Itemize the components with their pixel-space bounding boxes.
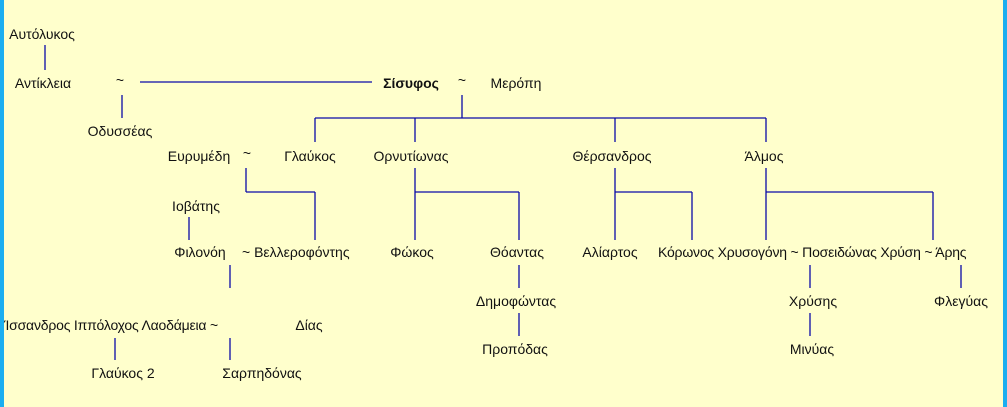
- person-odysseas: Οδυσσέας: [87, 123, 153, 139]
- person-eurymede: Ευρυμέδη: [167, 148, 231, 164]
- person-chryses: Χρύσης: [788, 293, 838, 309]
- person-propodas: Προπόδας: [482, 341, 548, 357]
- person-philonoe: Φιλονόη: [174, 244, 226, 260]
- person-minyas: Μινύας: [789, 341, 835, 357]
- person-bellerophon: ~ Βελλεροφόντης: [242, 244, 350, 260]
- person-antikleia: Αντίκλεια: [14, 75, 72, 91]
- person-autolykos: Αυτόλυκος: [9, 26, 75, 42]
- person-phlegyas: Φλεγύας: [934, 293, 988, 309]
- person-zeus: Δίας: [295, 317, 323, 333]
- person-glaukos: Γλαύκος: [284, 148, 336, 164]
- person-merope: Μερόπη: [490, 75, 542, 91]
- frame-right-border: [1003, 0, 1007, 407]
- person-iobates: Ιοβάτης: [172, 198, 220, 214]
- person-glaukos-2: Γλαύκος 2: [91, 365, 155, 381]
- person-sisyphos: Σίσυφος: [383, 75, 439, 91]
- person-sarpedon: Σαρπηδόνας: [222, 365, 302, 381]
- person-phokos: Φώκος: [390, 244, 434, 260]
- person-thersandros: Θέρσανδρος: [572, 148, 652, 164]
- person-almos: Άλμος: [744, 148, 784, 164]
- marriage-symbol: ~: [242, 145, 252, 161]
- person-ornytion: Ορνυτίωνας: [373, 148, 449, 164]
- marriage-symbol: ~: [115, 72, 125, 88]
- person-haliartos: Αλίαρτος: [582, 244, 638, 260]
- row-isandros-hippolochos-laodameia: Ίσσανδρος Ιππόλοχος Λαοδάμεια ~: [4, 317, 218, 333]
- row-koronos-chrysogone-chryse: Κόρωνος Χρυσογόνη ~ Ποσειδώνας Χρύση ~ Ά…: [658, 244, 967, 260]
- frame-left-border: [0, 0, 4, 407]
- person-demophon: Δημοφώντας: [475, 293, 557, 309]
- person-thoas: Θόαντας: [490, 244, 544, 260]
- marriage-symbol: ~: [457, 72, 467, 88]
